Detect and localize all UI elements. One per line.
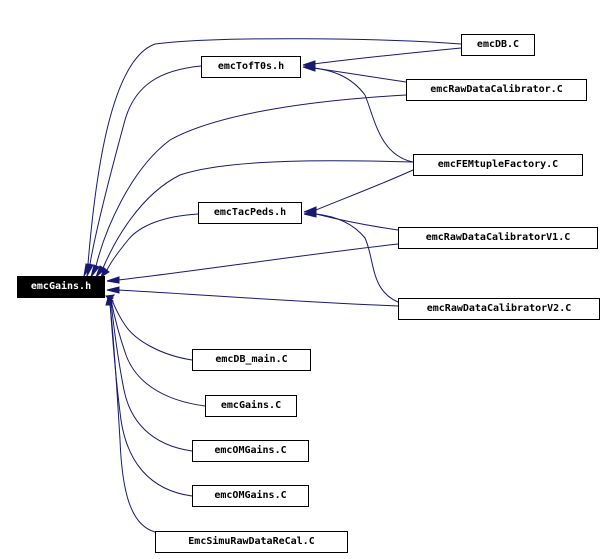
node-emcRawDataCalibratorV2-C[interactable]: emcRawDataCalibratorV2.C bbox=[398, 298, 600, 320]
arrowhead bbox=[106, 286, 120, 294]
edge-emcGains_C-to-emcGains bbox=[110, 299, 206, 407]
edge-emcFEMtupleFactory-to-emcTacPeds bbox=[315, 169, 414, 211]
arrowhead bbox=[302, 64, 316, 72]
node-emcOMGains-C-1[interactable]: emcOMGains.C bbox=[192, 440, 309, 462]
node-emcFEMtupleFactory-C[interactable]: emcFEMtupleFactory.C bbox=[413, 154, 583, 176]
edge-emcFEMtupleFactory-to-emcGains bbox=[102, 160, 414, 269]
edge-emcFEMtupleFactory-to-emcTofT0s bbox=[313, 67, 414, 163]
node-emcTofT0s-h[interactable]: emcTofT0s.h bbox=[201, 56, 301, 78]
edge-emcTofT0s-to-emcGains bbox=[89, 65, 202, 265]
edge-emcRawDataCalibratorV2-to-emcGains bbox=[117, 289, 399, 307]
node-emcOMGains-C-2[interactable]: emcOMGains.C bbox=[192, 485, 309, 507]
node-emcTacPeds-h[interactable]: emcTacPeds.h bbox=[198, 202, 302, 224]
node-emcRawDataCalibratorV1-C[interactable]: emcRawDataCalibratorV1.C bbox=[398, 227, 598, 249]
edge-emcOMGains1-to-emcGains bbox=[110, 301, 193, 452]
edge-emcDB_main-to-emcGains bbox=[110, 297, 193, 361]
node-emcDB-C[interactable]: emcDB.C bbox=[461, 34, 535, 56]
arrowhead bbox=[105, 296, 112, 306]
arrowhead bbox=[106, 276, 120, 284]
arrowhead bbox=[303, 210, 317, 218]
arrowhead bbox=[100, 267, 110, 279]
node-EmcSimuRawDataReCal-C[interactable]: EmcSimuRawDataReCal.C bbox=[155, 531, 348, 553]
edge-emcOMGains2-to-emcGains bbox=[109, 302, 193, 497]
edge-emcDB-to-emcTofT0s bbox=[313, 47, 462, 65]
edge-emcRawDataCalibrator-to-emcGains bbox=[95, 94, 407, 267]
arrowhead bbox=[86, 263, 94, 277]
edge-emcTacPeds-to-emcGains bbox=[106, 213, 199, 271]
arrowhead bbox=[95, 265, 106, 278]
edge-emcRawDataCalibratorV2-to-emcTacPeds bbox=[315, 213, 399, 303]
node-emcGains-C[interactable]: emcGains.C bbox=[205, 395, 297, 417]
edge-emcDB-to-emcGains bbox=[87, 38, 462, 265]
arrowhead bbox=[90, 264, 100, 278]
edge-emcRawDataCalibratorV1-to-emcGains bbox=[117, 243, 399, 281]
node-emcGains-h[interactable]: emcGains.h bbox=[17, 276, 105, 298]
edge-emcRawDataCalibratorV1-to-emcTacPeds bbox=[315, 213, 399, 231]
node-emcDB_main-C[interactable]: emcDB_main.C bbox=[192, 349, 311, 371]
edge-EmcSimu-to-emcGains bbox=[109, 303, 156, 533]
node-emcRawDataCalibrator-C[interactable]: emcRawDataCalibrator.C bbox=[406, 79, 587, 101]
